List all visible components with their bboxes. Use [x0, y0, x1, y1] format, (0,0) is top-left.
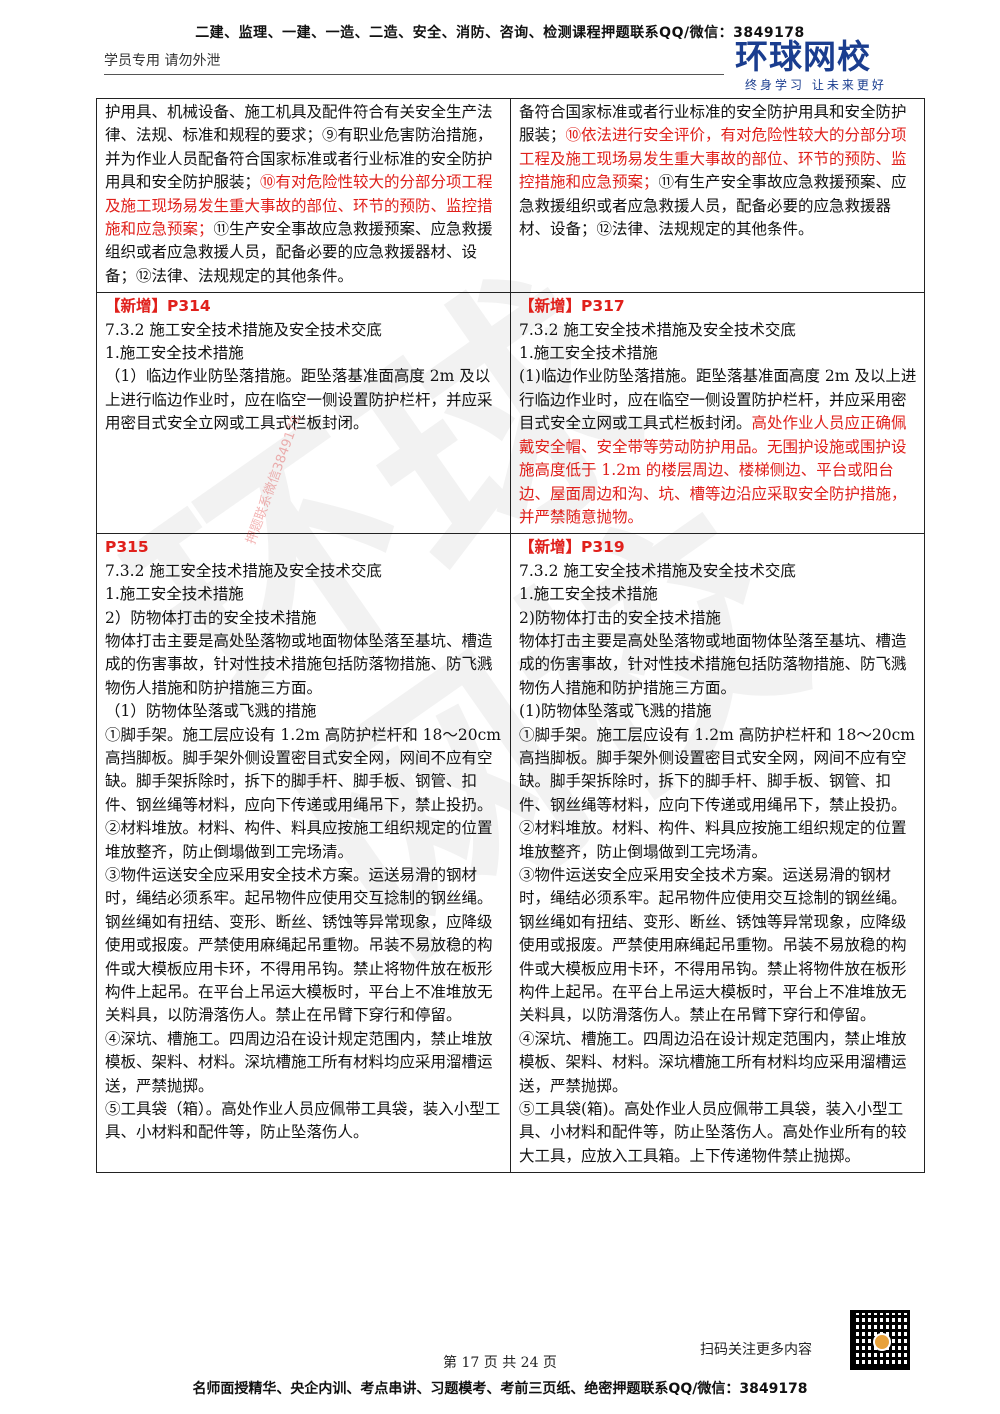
- cell-line: 7.3.2 施工安全技术措施及安全技术交底: [105, 561, 382, 580]
- table-row: 护用具、机械设备、施工机具及配件符合有关安全生产法律、法规、标准和规程的要求；⑨…: [96, 97, 925, 294]
- cell-line: 物体打击主要是高处坠落物或地面物体坠落至基坑、槽造成的伤害事故，针对性技术措施包…: [519, 631, 907, 697]
- qr-code-icon[interactable]: [850, 1310, 910, 1370]
- scan-prompt: 扫码关注更多内容: [700, 1342, 812, 1358]
- text-run: 护用具、机械设备、施工机具及配件符合有关安全生产法律、法规、标准和规程的要求；⑨…: [105, 103, 493, 192]
- highlight-run: ⑩有对危险性较大的分部分项工程及施工现场易发生重大事故的部位、环节的预防、监控措…: [105, 173, 493, 239]
- cell-line: ③物件运送安全应采用安全技术方案。运送易滑的钢材时，绳结必须系牢。起吊物件应使用…: [519, 866, 907, 1025]
- cell-line: ④深坑、槽施工。四周边沿在设计规定范围内，禁止堆放模板、架料、材料。深坑槽施工所…: [519, 1029, 907, 1095]
- cell-line: 物体打击主要是高处坠落物或地面物体坠落至基坑、槽造成的伤害事故，针对性技术措施包…: [105, 631, 493, 697]
- cell-line: (1)防物体坠落或飞溅的措施: [519, 702, 712, 721]
- header-note: 学员专用 请勿外泄: [104, 53, 221, 69]
- cell-line: 1.施工安全技术措施: [105, 344, 244, 363]
- header-divider: [104, 74, 724, 75]
- cell-right: 备符合国家标准或者行业标准的安全防护用具和安全防护服装；⑩依法进行安全评价，有对…: [510, 97, 925, 294]
- brand-logo: 环球网校 终身学习 让未来更好: [735, 38, 915, 98]
- cell-left: P315 7.3.2 施工安全技术措施及安全技术交底 1.施工安全技术措施 2）…: [96, 533, 511, 1174]
- cell-right: 【新增】P319 7.3.2 施工安全技术措施及安全技术交底 1.施工安全技术措…: [510, 533, 925, 1174]
- cell-line: ④深坑、槽施工。四周边沿在设计规定范围内，禁止堆放模板、架料、材料。深坑槽施工所…: [105, 1029, 493, 1095]
- cell-line: 1.施工安全技术措施: [105, 585, 244, 604]
- cell-line: ⑤工具袋(箱)。高处作业人员应佩带工具袋，装入小型工具、小材料和配件等，防止坠落…: [519, 1100, 907, 1165]
- highlight-run: ⑩依法进行安全评价，有对危险性较大的分部分项工程及施工现场易发生重大事故的部位、…: [519, 126, 907, 192]
- cell-paragraph: 护用具、机械设备、施工机具及配件符合有关安全生产法律、法规、标准和规程的要求；⑨…: [105, 101, 504, 288]
- highlight-run: 高处作业人员应正确佩戴安全帽、安全带等劳动防护用品。无围护设施或围护设施高度低于…: [519, 414, 907, 526]
- table-row: 【新增】P314 7.3.2 施工安全技术措施及安全技术交底 1.施工安全技术措…: [96, 292, 925, 535]
- table-row: P315 7.3.2 施工安全技术措施及安全技术交底 1.施工安全技术措施 2）…: [96, 533, 925, 1174]
- cell-line: 7.3.2 施工安全技术措施及安全技术交底: [519, 561, 796, 580]
- cell-line: 7.3.2 施工安全技术措施及安全技术交底: [105, 320, 382, 339]
- section-tag: 【新增】P317: [519, 297, 625, 316]
- cell-left: 护用具、机械设备、施工机具及配件符合有关安全生产法律、法规、标准和规程的要求；⑨…: [96, 97, 511, 294]
- page-number: 第 17 页 共 24 页: [443, 1355, 557, 1371]
- cell-line: ②材料堆放。材料、构件、料具应按施工组织规定的位置堆放整齐，防止倒塌做到工完场清…: [519, 819, 907, 861]
- text-run: ⑪有生产安全事故应急救援预案、应急救援组织或者应急救援人员，配备必要的应急救援器…: [519, 173, 907, 239]
- logo-slogan: 终身学习 让未来更好: [745, 78, 887, 92]
- cell-line: 7.3.2 施工安全技术措施及安全技术交底: [519, 320, 796, 339]
- section-tag: 【新增】P319: [519, 538, 625, 557]
- cell-line: 2）防物体打击的安全技术措施: [105, 608, 317, 627]
- cell-line: ⑤工具袋（箱）。高处作业人员应佩带工具袋，装入小型工具、小材料和配件等，防止坠落…: [105, 1100, 501, 1142]
- qr-logo-icon: [873, 1333, 891, 1351]
- cell-paragraph: 备符合国家标准或者行业标准的安全防护用具和安全防护服装；⑩依法进行安全评价，有对…: [519, 101, 918, 241]
- cell-line: ①脚手架。施工层应设有 1.2m 高防护栏杆和 18～20cm 高挡脚板。脚手架…: [519, 725, 915, 814]
- cell-left: 【新增】P314 7.3.2 施工安全技术措施及安全技术交底 1.施工安全技术措…: [96, 292, 511, 535]
- cell-line: 1.施工安全技术措施: [519, 585, 658, 604]
- cell-line: ①脚手架。施工层应设有 1.2m 高防护栏杆和 18～20cm 高挡脚板。脚手架…: [105, 725, 501, 814]
- footer-banner: 名师面授精华、央企内训、考点串讲、习题模考、考前三页纸、绝密押题联系QQ/微信：…: [192, 1381, 808, 1397]
- section-tag: P315: [105, 538, 149, 557]
- cell-line: （1）临边作业防坠落措施。距坠落基准面高度 2m 及以上进行临边作业时，应在临空…: [105, 367, 493, 433]
- text-run: (1)临边作业防坠落措施。距坠落基准面高度 2m 及以上进行临边作业时，应在临空…: [519, 367, 917, 433]
- cell-right: 【新增】P317 7.3.2 施工安全技术措施及安全技术交底 1.施工安全技术措…: [510, 292, 925, 535]
- section-tag: 【新增】P314: [105, 297, 211, 316]
- cell-paragraph: (1)临边作业防坠落措施。距坠落基准面高度 2m 及以上进行临边作业时，应在临空…: [519, 365, 918, 529]
- cell-line: ③物件运送安全应采用安全技术方案。运送易滑的钢材时，绳结必须系牢。起吊物件应使用…: [105, 866, 493, 1025]
- text-run: 备符合国家标准或者行业标准的安全防护用具和安全防护服装；: [519, 103, 907, 145]
- cell-line: （1）防物体坠落或飞溅的措施: [105, 702, 317, 721]
- cell-line: 1.施工安全技术措施: [519, 344, 658, 363]
- cell-line: ②材料堆放。材料、构件、料具应按施工组织规定的位置堆放整齐，防止倒塌做到工完场清…: [105, 819, 493, 861]
- text-run: ⑪生产安全事故应急救援预案、应急救援组织或者应急救援人员，配备必要的应急救援器材…: [105, 220, 493, 285]
- header-banner: 二建、监理、一建、一造、二造、安全、消防、咨询、检测课程押题联系QQ/微信：38…: [195, 25, 805, 41]
- logo-title: 环球网校: [735, 37, 871, 76]
- cell-line: 2)防物体打击的安全技术措施: [519, 608, 721, 627]
- comparison-table: 护用具、机械设备、施工机具及配件符合有关安全生产法律、法规、标准和规程的要求；⑨…: [96, 97, 925, 1174]
